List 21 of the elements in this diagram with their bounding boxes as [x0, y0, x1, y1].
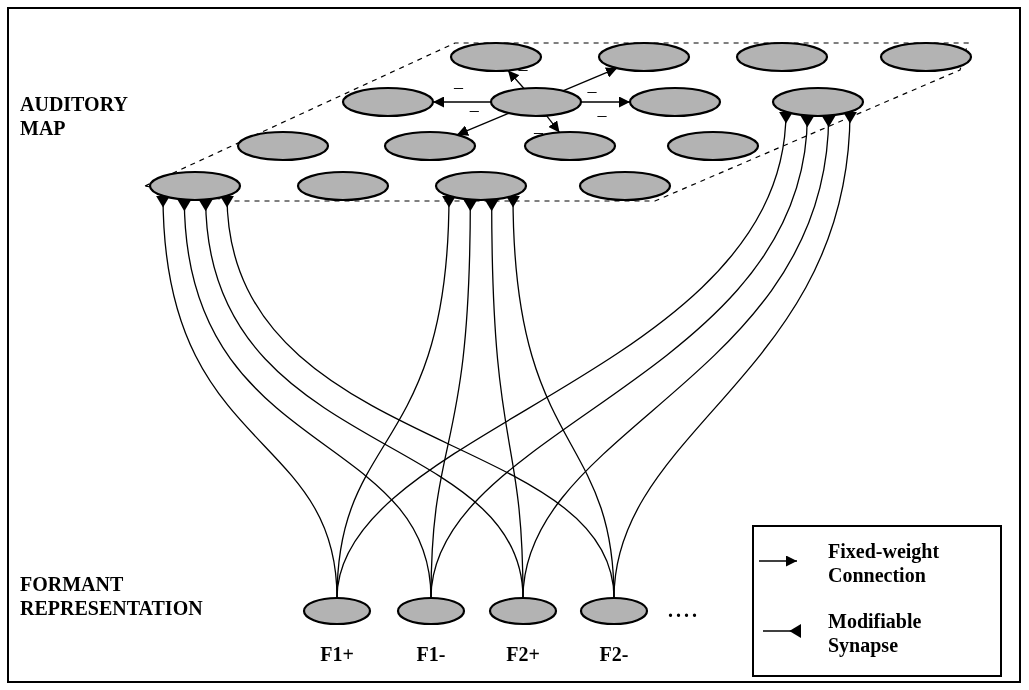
unit-label: F1- [415, 642, 447, 666]
continuation-dots: .... [668, 598, 700, 622]
layer-label: FORMANT REPRESENTATION [20, 572, 204, 620]
arrow [580, 96, 631, 108]
unit-label: F1+ [319, 642, 355, 666]
inhibition-sign: – [533, 121, 543, 142]
synapse-connection [613, 111, 857, 599]
layer-label: AUDITORY MAP [20, 92, 129, 140]
legend-text: Fixed-weight Connection [828, 539, 941, 587]
inhibition-sign: – [597, 105, 607, 125]
synapse-connection [336, 110, 793, 599]
arrow [432, 96, 492, 108]
unit-label: F2+ [505, 642, 541, 666]
legend-text: Modifiable Synapse [828, 609, 923, 657]
synapse-connection [522, 114, 836, 599]
inhibition-sign: – [518, 59, 528, 80]
unit-label: F2- [598, 642, 630, 666]
inhibition-sign: – [454, 77, 463, 97]
arrow [562, 67, 618, 92]
inhibition-sign: – [587, 81, 597, 102]
inhibition-sign: – [469, 100, 479, 121]
